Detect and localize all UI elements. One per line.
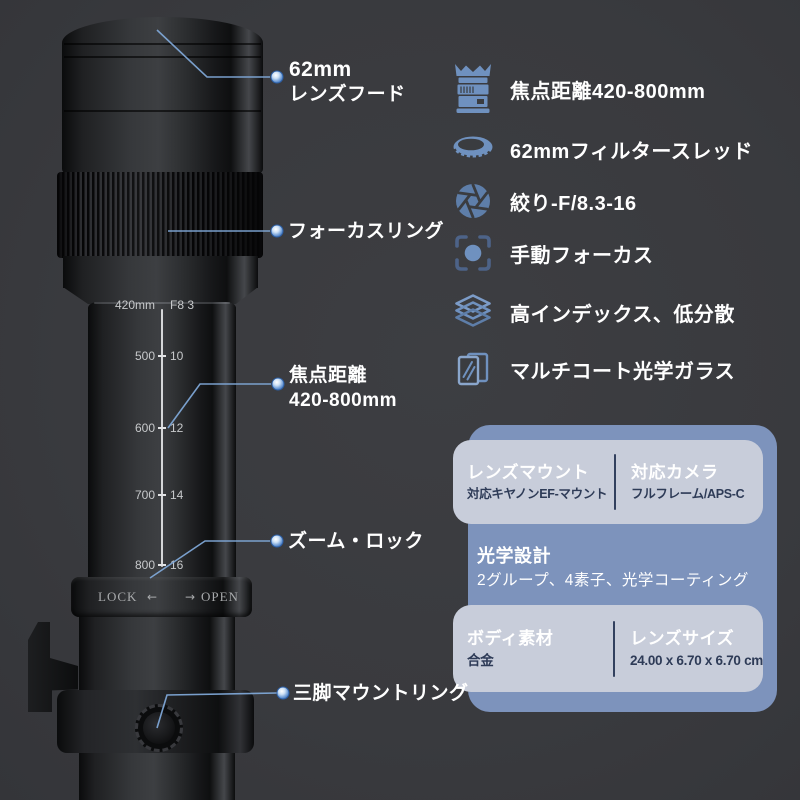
feature-row-aperture: 絞り-F/8.3-16 [450, 175, 637, 227]
callout-title: ズーム・ロック [288, 531, 424, 552]
filter-icon [450, 131, 496, 167]
lens-taper [63, 287, 258, 304]
callout-title: 62mm [289, 58, 352, 81]
feature-label: 62mmフィルタースレッド [510, 140, 753, 163]
scale-aperture: 14 [170, 488, 184, 502]
scale-tick [158, 494, 166, 496]
lens-hood [62, 17, 263, 173]
arrow-left-icon: ← [147, 590, 158, 604]
lens-icon [450, 63, 496, 115]
feature-row-low-dispersion: 高インデックス、低分散 [450, 286, 735, 338]
open-label: OPEN [201, 589, 239, 604]
arrow-right-icon: → [184, 590, 195, 604]
scale-tick [158, 427, 166, 429]
tripod-mount-ring [57, 690, 254, 753]
spec-header: レンズマウント [467, 462, 590, 482]
feature-label: 高インデックス、低分散 [510, 303, 735, 326]
scale-row: 800 16 [88, 557, 236, 573]
spec-value: 合金 [467, 653, 494, 668]
callout-dot [270, 534, 284, 548]
hood-groove [64, 56, 261, 58]
spec-lens-size: レンズサイズ 24.00 x 6.70 x 6.70 cm [615, 605, 763, 692]
callout-focal-length: 焦点距離 420-800mm [289, 363, 397, 413]
spec-lens-mount: レンズマウント 対応キヤノンEF-マウント [453, 440, 614, 524]
callout-dot [270, 224, 284, 238]
scale-focal: 700 [134, 488, 155, 502]
spec-table: レンズマウント 対応キヤノンEF-マウント 対応カメラ フルフレーム/APS-C… [453, 425, 777, 712]
spec-card-body: ボディ素材 合金 レンズサイズ 24.00 x 6.70 x 6.70 cm [453, 605, 763, 692]
callout-subtitle: レンズフード [289, 84, 406, 105]
tripod-knob [135, 704, 183, 752]
focus-ring [57, 172, 263, 258]
callout-dot [270, 70, 284, 84]
spec-optical-design: 光学設計 2グループ、4素子、光学コーティング [477, 543, 772, 593]
scale-row: 500 10 [88, 348, 236, 364]
lock-arrow: ← → [147, 577, 195, 617]
spec-header: ボディ素材 [467, 629, 554, 648]
scale-line [161, 309, 163, 567]
feature-label: 焦点距離420-800mm [510, 80, 706, 103]
spec-camera: 対応カメラ フルフレーム/APS-C [616, 440, 763, 524]
scale-row: 420mm F8 3 [88, 297, 236, 313]
callout-tripod-ring: 三脚マウントリング [293, 681, 469, 706]
hood-groove [64, 110, 261, 112]
spec-body-material: ボディ素材 合金 [453, 605, 613, 692]
spec-value: 2グループ、4素子、光学コーティング [477, 572, 749, 589]
scale-focal: 500 [134, 349, 155, 363]
zoom-lock-ring: LOCK ← → OPEN [71, 577, 252, 617]
feature-row-coated-glass: マルチコート光学ガラス [450, 343, 735, 395]
lens-band [63, 256, 258, 288]
spec-value: 24.00 x 6.70 x 6.70 cm [629, 653, 763, 668]
spec-divider [613, 620, 615, 677]
feature-row-filter: 62mmフィルタースレッド [450, 123, 753, 175]
callout-title: 三脚マウントリング [293, 683, 469, 704]
callout-title: 焦点距離 [289, 365, 368, 386]
aperture-icon [450, 181, 496, 221]
scale-focal: 800 [134, 558, 155, 572]
glass-icon [450, 349, 496, 389]
spec-header: 光学設計 [477, 546, 551, 566]
spec-card-mount: レンズマウント 対応キヤノンEF-マウント 対応カメラ フルフレーム/APS-C [453, 440, 763, 524]
layers-icon [450, 293, 496, 331]
lock-label: LOCK [98, 589, 138, 604]
feature-label: 手動フォーカス [510, 244, 654, 267]
feature-label: マルチコート光学ガラス [510, 360, 736, 383]
scale-row: 700 14 [88, 487, 236, 503]
spec-header: 対応カメラ [631, 462, 719, 482]
spec-header: レンズサイズ [629, 629, 735, 648]
callout-subtitle: 420-800mm [289, 390, 398, 411]
scale-aperture: F8 3 [170, 298, 195, 312]
callout-focus-ring: フォーカスリング [288, 219, 444, 244]
hood-groove [64, 43, 261, 45]
spec-value: 対応キヤノンEF-マウント [467, 486, 608, 501]
feature-row-focal: 焦点距離420-800mm [450, 63, 705, 115]
scale-aperture: 10 [170, 349, 184, 363]
feature-label: 絞り-F/8.3-16 [510, 192, 637, 215]
scale-aperture: 12 [170, 421, 184, 435]
callout-dot [276, 686, 290, 700]
callout-lens-hood: 62mm レンズフード [289, 57, 406, 107]
callout-dot [271, 377, 285, 391]
callout-title: フォーカスリング [288, 221, 445, 242]
focus-icon [450, 233, 496, 273]
spec-divider [614, 454, 616, 510]
tripod-knob-face [143, 712, 175, 744]
spec-value: フルフレーム/APS-C [631, 486, 745, 501]
callout-zoom-lock: ズーム・ロック [288, 529, 424, 554]
scale-focal: 420mm [114, 298, 155, 312]
scale-aperture: 16 [170, 558, 184, 572]
scale-tick [158, 355, 166, 357]
scale-focal: 600 [134, 421, 155, 435]
feature-row-manual-focus: 手動フォーカス [450, 227, 654, 279]
scale-row: 600 12 [88, 420, 236, 436]
focal-scale: 420mm F8 3 500 10 600 12 700 14 800 16 [88, 297, 236, 582]
